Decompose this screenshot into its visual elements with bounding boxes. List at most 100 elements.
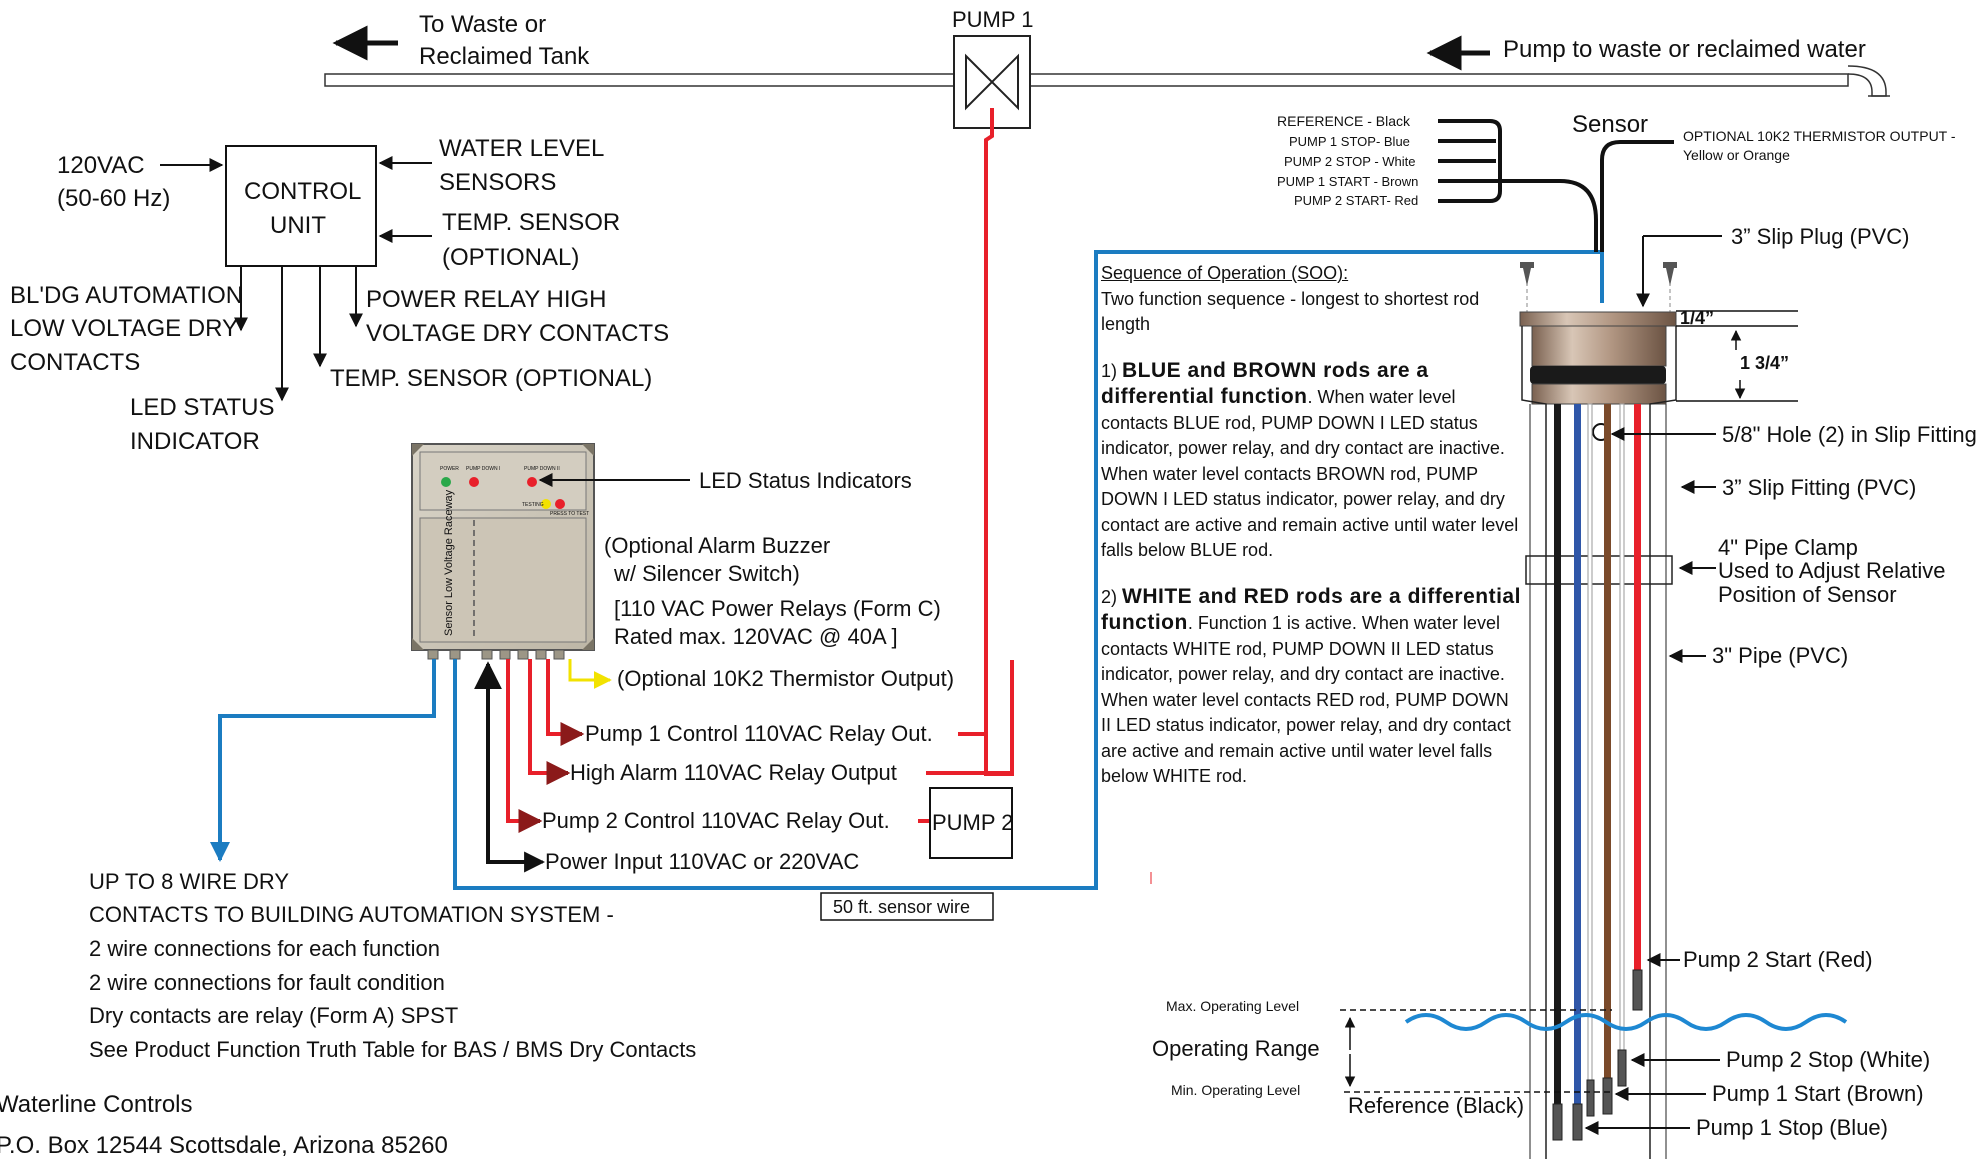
dim-quarter-label: 1/4”: [1680, 308, 1714, 328]
soo-f2-text: . Function 1 is active. When water level…: [1101, 613, 1511, 786]
control-unit-box: [225, 145, 377, 267]
soo-intro: Two function sequence - longest to short…: [1101, 288, 1480, 335]
pump-2-label: PUMP 2: [932, 810, 1014, 835]
clamp-label-2: Used to Adjust Relative: [1718, 558, 1945, 583]
wire-label-pump2-start: PUMP 2 START- Red: [1294, 193, 1418, 208]
reference-label: Reference (Black): [1348, 1093, 1524, 1118]
clamp-label-1: 4" Pipe Clamp: [1718, 535, 1858, 560]
led-pump-down-1: [469, 477, 479, 487]
sensor-rods: [1552, 403, 1643, 1141]
dim-134-label: 1 3/4”: [1740, 353, 1789, 373]
bas-line-2: CONTACTS TO BUILDING AUTOMATION SYSTEM -: [89, 902, 614, 927]
bas-line-6: See Product Function Truth Table for BAS…: [89, 1037, 696, 1062]
pump-to-waste-label: Pump to waste or reclaimed water: [1503, 36, 1866, 63]
pump-1-out-label: Pump 1 Control 110VAC Relay Out.: [585, 721, 933, 746]
sensor-wire: [453, 250, 1604, 890]
temp-sensor-in-label-2: (OPTIONAL): [442, 244, 579, 271]
alarm-label-2: w/ Silencer Switch): [613, 561, 800, 586]
max-level-label: Max. Operating Level: [1166, 998, 1299, 1014]
led-indicator-label-1: LED STATUS: [130, 394, 274, 421]
led-power: [441, 477, 451, 487]
led-label-testing: TESTING: [522, 502, 544, 508]
pump1-stop-label: Pump 1 Stop (Blue): [1696, 1115, 1888, 1140]
water-level-label-1: WATER LEVEL: [439, 135, 604, 162]
sensor-lead-wires: [1438, 119, 1674, 252]
waste-label-2: Reclaimed Tank: [419, 43, 590, 70]
led-pump-down-2: [527, 477, 537, 487]
sensor-assembly: [1519, 262, 1677, 1159]
slip-fitting-label: 3” Slip Fitting (PVC): [1722, 475, 1916, 500]
led-label-pump-down-1: PUMP DOWN I: [466, 466, 500, 472]
control-unit-label-1: CONTROL: [244, 178, 361, 205]
relay-label-2: VOLTAGE DRY CONTACTS: [366, 320, 669, 347]
sensor-wire-label-box: [820, 892, 994, 921]
hole-label: 5/8" Hole (2) in Slip Fitting: [1722, 422, 1977, 447]
relays-label-2: Rated max. 120VAC @ 40A ]: [614, 624, 898, 649]
pump2-stop-label: Pump 2 Stop (White): [1726, 1047, 1930, 1072]
soo-function-2: 2) WHITE and RED rods are a differential…: [1101, 584, 1521, 790]
pump-1-power-wire: [984, 108, 1014, 776]
power-in-label-1: 120VAC: [57, 152, 145, 179]
soo-f1-text: . When water level contacts BLUE rod, PU…: [1101, 387, 1519, 560]
bldg-label-3: CONTACTS: [10, 349, 140, 376]
led-indicator-label-2: INDICATOR: [130, 428, 260, 455]
bas-line-5: Dry contacts are relay (Form A) SPST: [89, 1003, 458, 1028]
min-level-label: Min. Operating Level: [1171, 1082, 1300, 1098]
bas-line-1: UP TO 8 WIRE DRY: [89, 869, 289, 894]
bas-wire: [210, 659, 436, 862]
water-level-label-2: SENSORS: [439, 169, 556, 196]
pump-1-label: PUMP 1: [952, 7, 1034, 32]
soo-f2-bold: WHITE and RED rods are a differential fu…: [1101, 584, 1521, 635]
alarm-out-label: High Alarm 110VAC Relay Output: [570, 760, 897, 785]
control-enclosure: [411, 443, 595, 651]
bas-line-3: 2 wire connections for each function: [89, 936, 440, 961]
bldg-label-2: LOW VOLTAGE DRY: [10, 315, 238, 342]
soo-f2-num: 2): [1101, 586, 1123, 607]
temp-sensor-in-label-1: TEMP. SENSOR: [442, 209, 620, 236]
wire-label-pump1-start: PUMP 1 START - Brown: [1277, 174, 1418, 189]
pump-2-box: [929, 787, 1013, 859]
control-unit-label-2: UNIT: [270, 212, 326, 239]
discharge-pipe: [324, 65, 1890, 97]
alarm-label-1: (Optional Alarm Buzzer: [604, 533, 830, 558]
temp-out-label: TEMP. SENSOR (OPTIONAL): [330, 365, 652, 392]
led-press-to-test: [555, 499, 565, 509]
sensor-wire-label: 50 ft. sensor wire: [833, 897, 970, 917]
wire-label-reference: REFERENCE - Black: [1277, 113, 1411, 129]
bldg-label-1: BL'DG AUTOMATION: [10, 282, 243, 309]
company-address: P.O. Box 12544 Scottsdale, Arizona 85260: [0, 1132, 448, 1159]
led-testing: [541, 499, 551, 509]
sequence-of-operation: Sequence of Operation (SOO): Two functio…: [1101, 261, 1521, 790]
thermistor-label-1: OPTIONAL 10K2 THERMISTOR OUTPUT -: [1683, 128, 1956, 144]
slip-plug-label: 3” Slip Plug (PVC): [1731, 224, 1910, 249]
cable-glands: [427, 649, 565, 660]
power-input-wire: [486, 668, 538, 864]
clamp-label-3: Position of Sensor: [1718, 582, 1897, 607]
company-name: Waterline Controls: [0, 1091, 193, 1118]
pump-2-out-label: Pump 2 Control 110VAC Relay Out.: [542, 808, 890, 833]
pump-1-relay-wire: [546, 659, 578, 736]
wire-label-pump2-stop: PUMP 2 STOP - White: [1284, 154, 1416, 169]
power-input-label: Power Input 110VAC or 220VAC: [545, 849, 859, 874]
relays-label-1: [110 VAC Power Relays (Form C): [614, 596, 941, 621]
led-label-power: POWER: [440, 466, 459, 472]
operating-range-label: Operating Range: [1152, 1036, 1320, 1061]
waste-label-1: To Waste or: [419, 11, 546, 38]
soo-function-1: 1) BLUE and BROWN rods are a differentia…: [1101, 358, 1521, 564]
led-label-pump-down-2: PUMP DOWN II: [524, 466, 560, 472]
thermistor-wire: [568, 659, 612, 689]
pipe-label: 3" Pipe (PVC): [1712, 643, 1848, 668]
pump1-start-label: Pump 1 Start (Brown): [1712, 1081, 1924, 1106]
soo-f1-num: 1): [1101, 360, 1123, 381]
led-label-press-to-test: PRESS TO TEST: [550, 511, 589, 517]
led-status-label: LED Status Indicators: [699, 468, 912, 493]
thermistor-out-label: (Optional 10K2 Thermistor Output): [617, 666, 954, 691]
bas-line-4: 2 wire connections for fault condition: [89, 970, 445, 995]
soo-heading: Sequence of Operation (SOO):: [1101, 263, 1349, 283]
water-surface: [1404, 1013, 1848, 1031]
thermistor-label-2: Yellow or Orange: [1683, 147, 1790, 163]
pump2-start-label: Pump 2 Start (Red): [1683, 947, 1873, 972]
sensor-title: Sensor: [1572, 111, 1648, 138]
power-in-label-2: (50-60 Hz): [57, 185, 170, 212]
